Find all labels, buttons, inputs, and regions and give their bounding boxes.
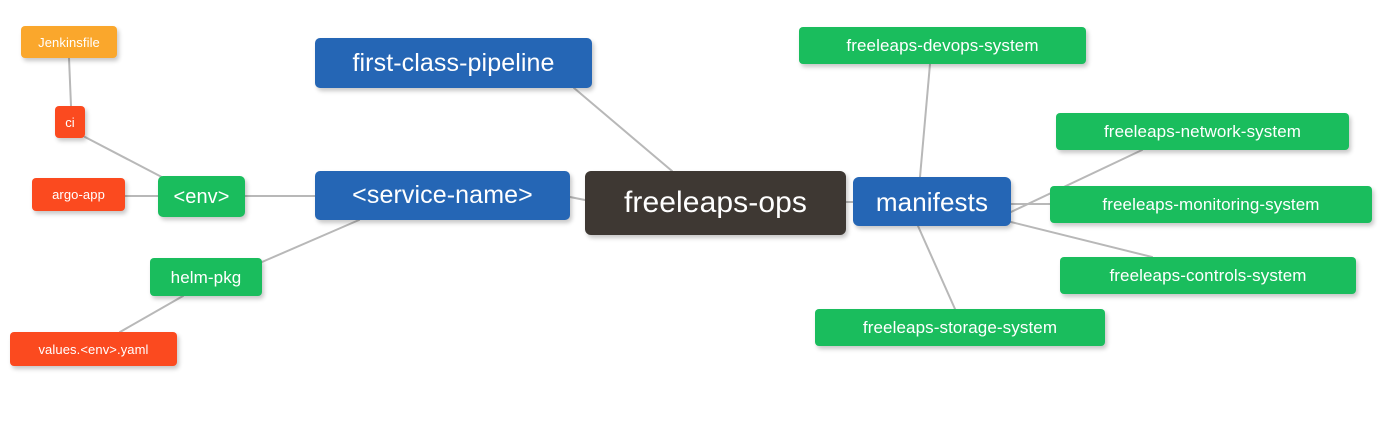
node-label: <service-name> bbox=[352, 181, 533, 209]
node-label: ci bbox=[65, 114, 75, 130]
node-freeleaps-devops-system[interactable]: freeleaps-devops-system bbox=[799, 27, 1086, 64]
node-label: first-class-pipeline bbox=[352, 48, 555, 77]
node-first-class-pipeline[interactable]: first-class-pipeline bbox=[315, 38, 592, 88]
node-label: freeleaps-controls-system bbox=[1109, 266, 1307, 285]
node-freeleaps-ops[interactable]: freeleaps-ops bbox=[585, 171, 846, 235]
node-label: freeleaps-devops-system bbox=[846, 36, 1039, 55]
edge-service-name-to-freeleaps-ops bbox=[569, 196, 586, 201]
node-env[interactable]: <env> bbox=[158, 176, 245, 217]
edge-manifests-to-freeleaps-controls-system bbox=[1010, 221, 1153, 258]
edge-first-class-pipeline-to-freeleaps-ops bbox=[573, 87, 673, 172]
node-freeleaps-monitoring-system[interactable]: freeleaps-monitoring-system bbox=[1050, 186, 1372, 223]
node-label: Jenkinsfile bbox=[38, 34, 100, 50]
edge-service-name-to-helm-pkg bbox=[261, 219, 360, 263]
edge-manifests-to-freeleaps-storage-system bbox=[917, 225, 956, 310]
node-freeleaps-controls-system[interactable]: freeleaps-controls-system bbox=[1060, 257, 1356, 294]
edge-manifests-to-freeleaps-devops-system bbox=[919, 63, 931, 178]
node-label: manifests bbox=[875, 186, 989, 217]
node-manifests[interactable]: manifests bbox=[853, 177, 1011, 226]
node-values-env-yaml[interactable]: values.<env>.yaml bbox=[10, 332, 177, 366]
node-argo-app[interactable]: argo-app bbox=[32, 178, 125, 211]
node-jenkinsfile[interactable]: Jenkinsfile bbox=[21, 26, 117, 58]
node-label: <env> bbox=[173, 185, 230, 208]
node-label: helm-pkg bbox=[170, 267, 242, 287]
node-label: values.<env>.yaml bbox=[38, 341, 149, 357]
node-label: freeleaps-network-system bbox=[1103, 122, 1302, 141]
node-label: freeleaps-monitoring-system bbox=[1102, 195, 1320, 214]
node-freeleaps-network-system[interactable]: freeleaps-network-system bbox=[1056, 113, 1349, 150]
edge-helm-pkg-to-values-env-yaml bbox=[119, 295, 184, 333]
edge-jenkinsfile-to-ci bbox=[68, 57, 72, 107]
node-helm-pkg[interactable]: helm-pkg bbox=[150, 258, 262, 296]
node-freeleaps-storage-system[interactable]: freeleaps-storage-system bbox=[815, 309, 1105, 346]
node-ci[interactable]: ci bbox=[55, 106, 85, 138]
node-label: freeleaps-ops bbox=[623, 186, 808, 219]
node-label: argo-app bbox=[52, 187, 105, 202]
node-service-name[interactable]: <service-name> bbox=[315, 171, 570, 220]
node-label: freeleaps-storage-system bbox=[862, 318, 1058, 337]
